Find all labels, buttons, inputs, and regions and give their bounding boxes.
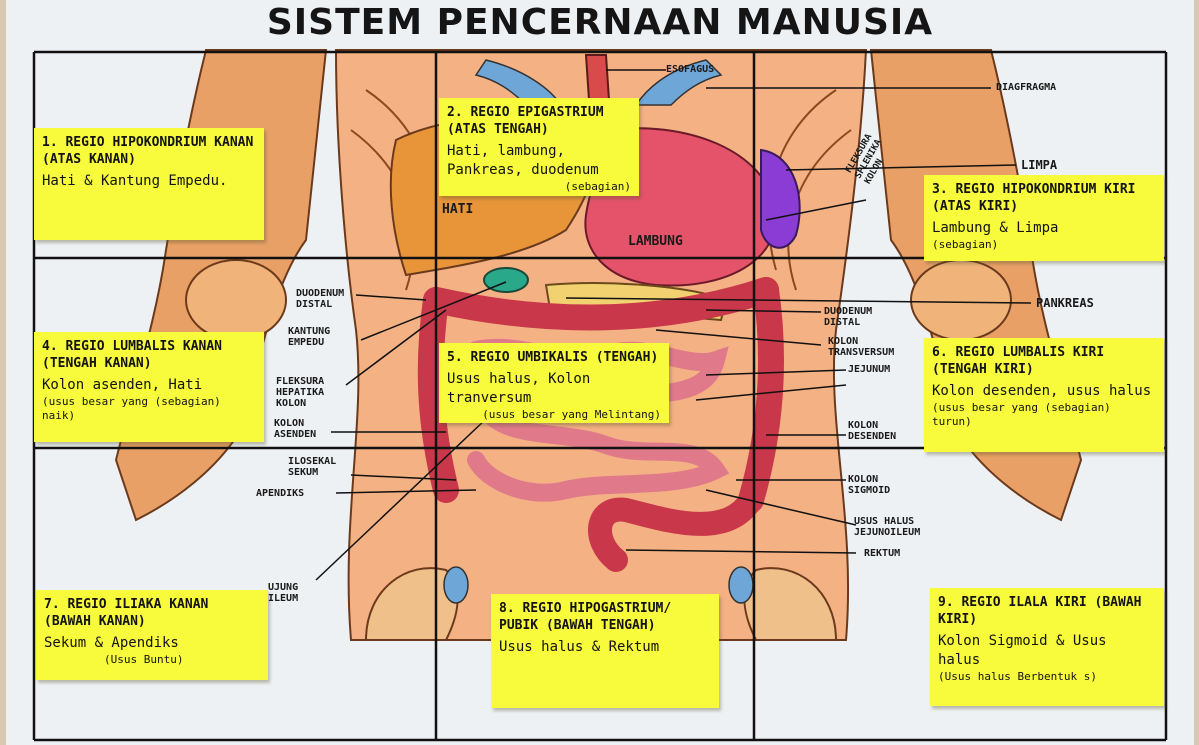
label-diafragma: DIAGFRAGMA bbox=[996, 82, 1057, 93]
region-2-body: Hati, lambung, Pankreas, duodenum bbox=[447, 143, 599, 178]
region-4-body: Kolon asenden, Hati bbox=[42, 377, 203, 393]
spleen bbox=[760, 148, 801, 249]
label-duodenum-distal-left: DUODENUM DISTAL bbox=[296, 288, 345, 310]
region-2-heading: 2. REGIO EPIGASTRIUM (ATAS TENGAH) bbox=[447, 105, 604, 137]
region-6-note: 6. REGIO LUMBALIS KIRI (TENGAH KIRI) Kol… bbox=[924, 338, 1164, 452]
region-5-body: Usus halus, Kolon tranversum bbox=[447, 371, 591, 406]
region-7-heading: 7. REGIO ILIAKA KANAN (BAWAH KANAN) bbox=[44, 597, 209, 629]
region-9-heading: 9. REGIO ILALA KIRI (BAWAH KIRI) bbox=[938, 595, 1142, 627]
region-5-note: 5. REGIO UMBIKALIS (TENGAH) Usus halus, … bbox=[439, 343, 669, 423]
region-1-note: 1. REGIO HIPOKONDRIUM KANAN (ATAS KANAN)… bbox=[34, 128, 264, 240]
transverse-colon bbox=[423, 277, 779, 331]
region-7-note-text: (Usus Buntu) bbox=[104, 653, 184, 666]
region-7-body: Sekum & Apendiks bbox=[44, 635, 179, 651]
label-kolon-transversum: KOLON TRANSVERSUM bbox=[828, 336, 895, 358]
region-4-note-text: (usus besar yang (sebagian) naik) bbox=[42, 395, 221, 422]
region-3-note: 3. REGIO HIPOKONDRIUM KIRI (ATAS KIRI) L… bbox=[924, 175, 1164, 261]
region-8-note: 8. REGIO HIPOGASTRIUM/ PUBIK (BAWAH TENG… bbox=[491, 594, 719, 708]
region-1-body: Hati & Kantung Empedu. bbox=[42, 173, 228, 189]
pelvis-left bbox=[743, 567, 838, 641]
pelvis-right bbox=[364, 567, 459, 641]
page-title: SISTEM PENCERNAAN MANUSIA bbox=[266, 2, 934, 43]
label-lambung: LAMBUNG bbox=[628, 234, 683, 249]
region-6-body: Kolon desenden, usus halus bbox=[932, 383, 1152, 399]
region-3-note-text: (sebagian) bbox=[932, 238, 999, 251]
region-8-body: Usus halus & Rektum bbox=[499, 639, 660, 655]
region-9-note: 9. REGIO ILALA KIRI (BAWAH KIRI) Kolon S… bbox=[930, 588, 1164, 706]
label-kantung-empedu: KANTUNG EMPEDU bbox=[288, 326, 331, 348]
region-7-note: 7. REGIO ILIAKA KANAN (BAWAH KANAN) Seku… bbox=[36, 590, 268, 680]
label-ileosekal-sekum: ILOSEKAL SEKUM bbox=[288, 456, 337, 478]
sigmoid-colon bbox=[588, 488, 763, 572]
region-8-heading: 8. REGIO HIPOGASTRIUM/ PUBIK (BAWAH TENG… bbox=[499, 601, 672, 633]
region-4-note: 4. REGIO LUMBALIS KANAN (TENGAH KANAN) K… bbox=[34, 332, 264, 442]
label-apendiks: APENDIKS bbox=[256, 488, 305, 499]
label-ujung-ileum: UJUNG ILEUM bbox=[268, 582, 299, 604]
diagram-sheet: SISTEM PENCERNAAN MANUSIA bbox=[6, 0, 1194, 745]
label-fleksura-hepatika: FLEKSURA HEPATIKA KOLON bbox=[276, 376, 325, 409]
label-kolon-desenden: KOLON DESENDEN bbox=[848, 420, 897, 442]
region-5-note-text: (usus besar yang Melintang) bbox=[482, 408, 661, 421]
label-kolon-asenden: KOLON ASENDEN bbox=[274, 418, 317, 440]
region-9-note-text: (Usus halus Berbentuk s) bbox=[938, 670, 1097, 683]
region-2-note-text: (sebagian) bbox=[564, 180, 631, 193]
region-1-heading: 1. REGIO HIPOKONDRIUM KANAN (ATAS KANAN) bbox=[42, 135, 254, 167]
left-elbow bbox=[910, 259, 1012, 341]
label-limpa: LIMPA bbox=[1021, 158, 1058, 172]
region-2-note: 2. REGIO EPIGASTRIUM (ATAS TENGAH) Hati,… bbox=[439, 98, 639, 196]
region-3-body: Lambung & Limpa bbox=[932, 220, 1059, 236]
label-kolon-sigmoid: KOLON SIGMOID bbox=[848, 474, 891, 496]
descending-colon bbox=[738, 277, 784, 513]
region-4-heading: 4. REGIO LUMBALIS KANAN (TENGAH KANAN) bbox=[42, 339, 223, 371]
label-pankreas: PANKREAS bbox=[1036, 296, 1094, 310]
region-6-note-text: (usus besar yang (sebagian) turun) bbox=[932, 401, 1111, 428]
label-usus-halus-jejunoileum: USUS HALUS JEJUNOILEUM bbox=[854, 516, 921, 538]
label-jejunum: JEJUNUM bbox=[848, 364, 891, 375]
right-elbow bbox=[185, 259, 287, 341]
region-6-heading: 6. REGIO LUMBALIS KIRI (TENGAH KIRI) bbox=[932, 345, 1105, 377]
label-rektum: REKTUM bbox=[864, 548, 901, 559]
region-5-heading: 5. REGIO UMBIKALIS (TENGAH) bbox=[447, 350, 659, 365]
ascending-colon bbox=[417, 287, 459, 503]
label-hati: HATI bbox=[442, 202, 474, 217]
region-3-heading: 3. REGIO HIPOKONDRIUM KIRI (ATAS KIRI) bbox=[932, 182, 1136, 214]
region-9-body: Kolon Sigmoid & Usus halus bbox=[938, 633, 1107, 668]
label-esofagus: ESOFAGUS bbox=[666, 64, 715, 75]
label-duodenum-distal-right: DUODENUM DISTAL bbox=[824, 306, 873, 328]
